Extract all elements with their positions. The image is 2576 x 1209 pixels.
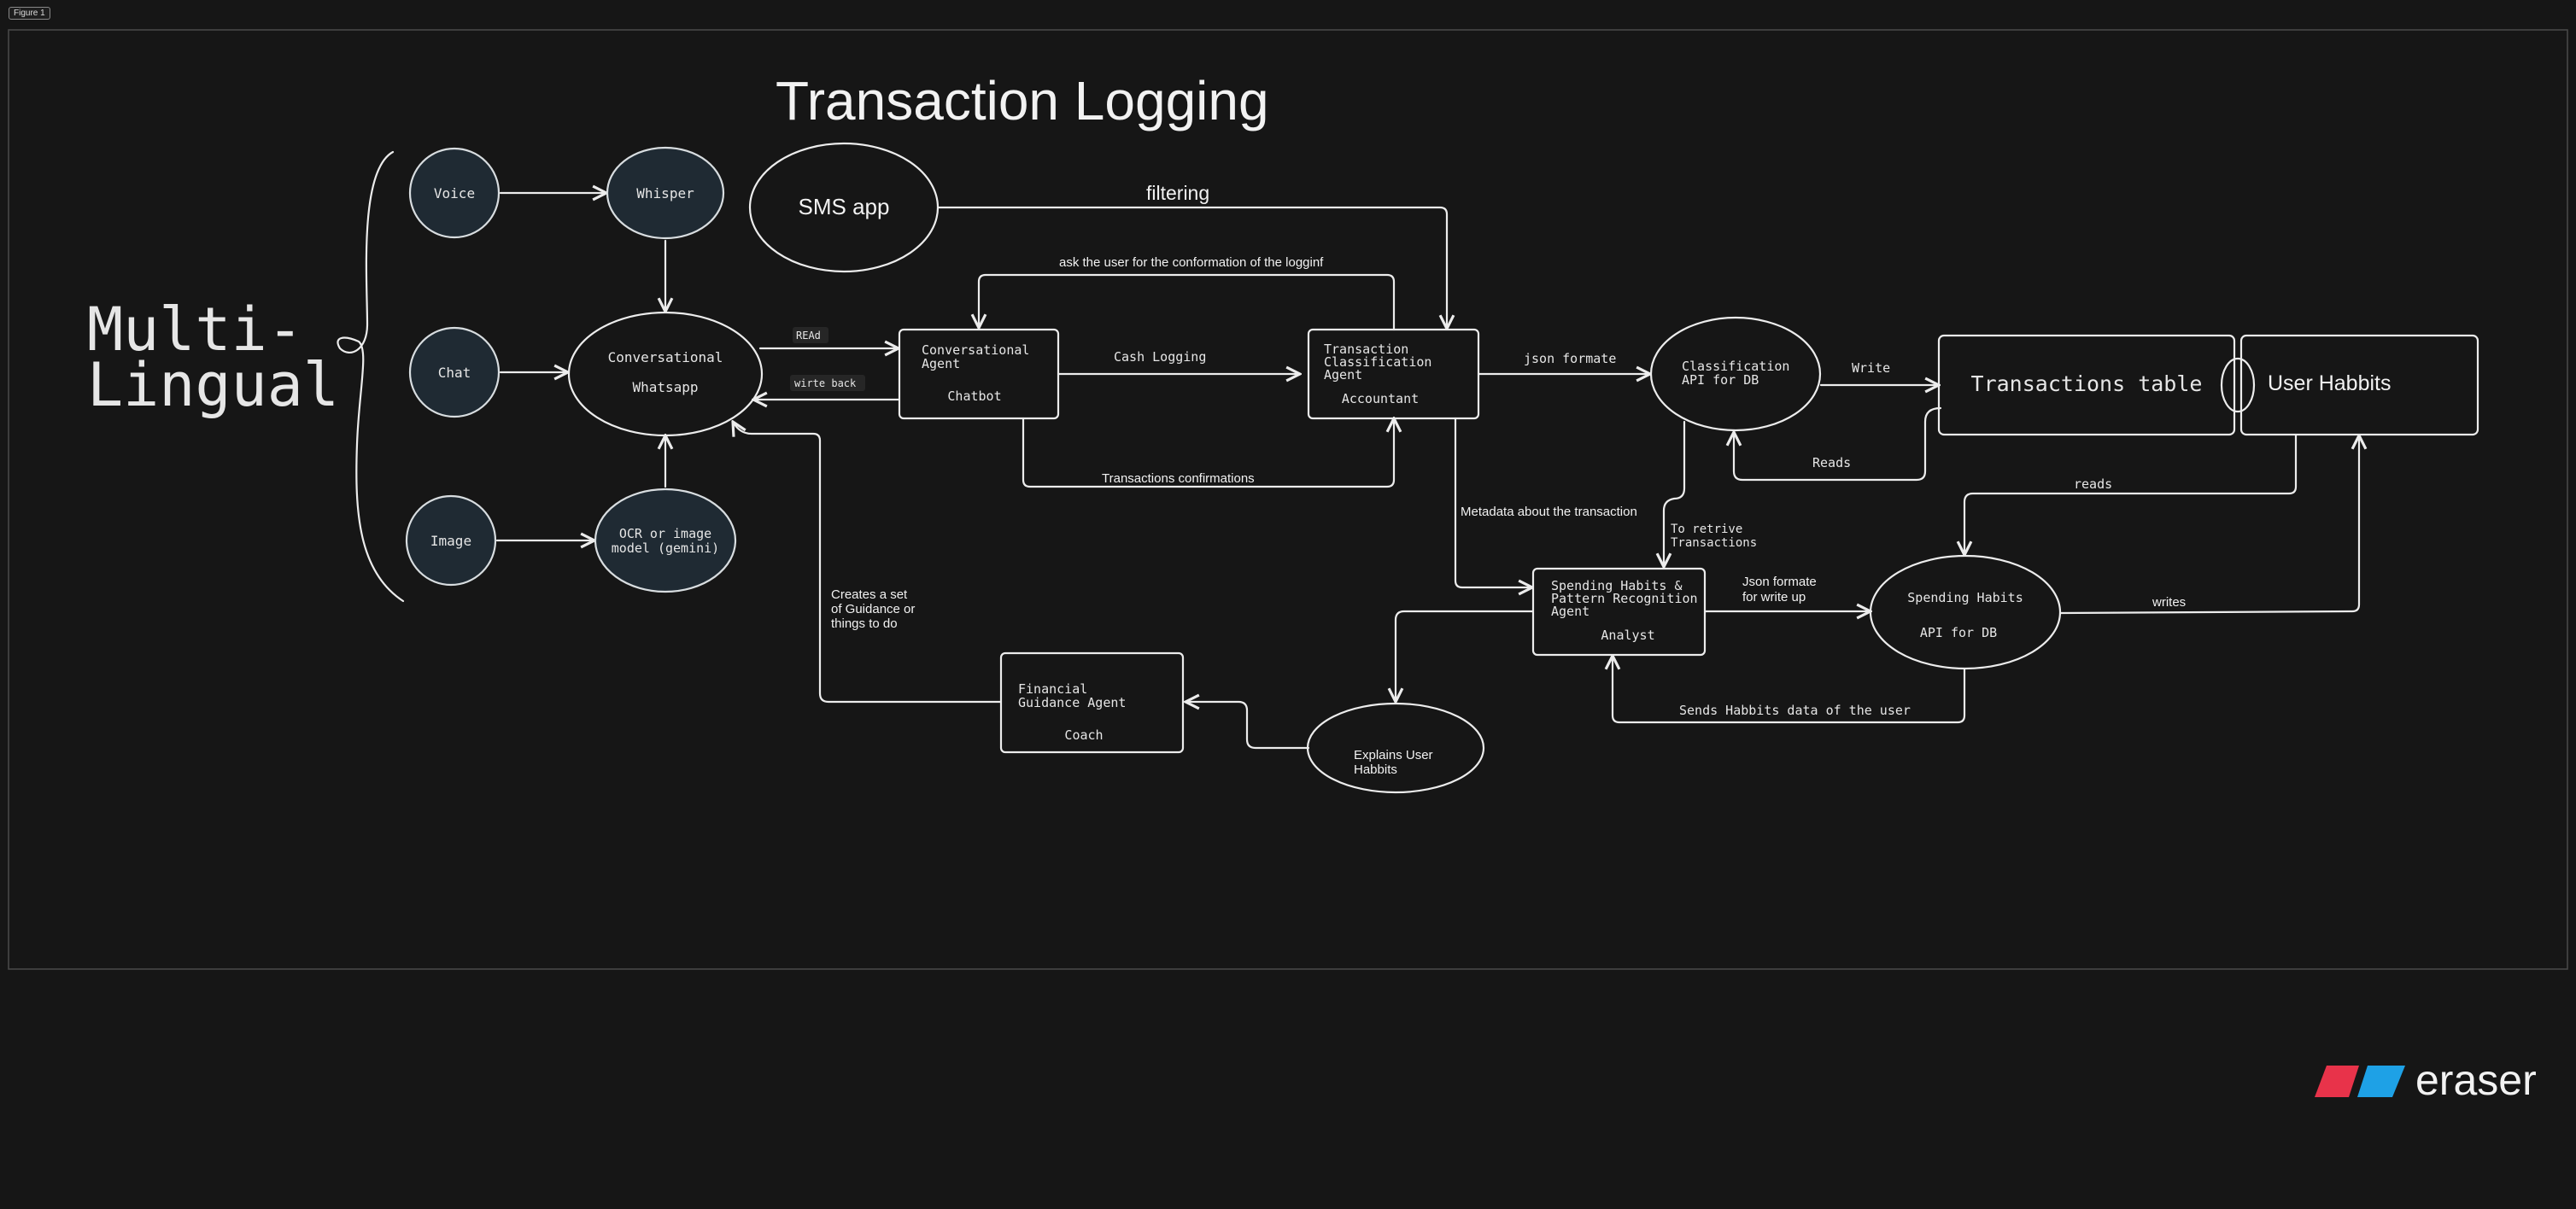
edge-metadata xyxy=(1454,417,1532,587)
label-writes: writes xyxy=(2152,595,2186,610)
node-voice[interactable]: Voice xyxy=(408,147,501,239)
label-sends-habbits: Sends Habbits data of the user xyxy=(1679,703,1911,718)
node-accountant-label-1: Transaction xyxy=(1324,342,1408,357)
node-ocr[interactable]: OCR or image model (gemini) xyxy=(594,488,737,593)
figure-frame xyxy=(8,29,2568,970)
node-user-habbits-label: User Habbits xyxy=(2268,371,2392,395)
edge-sends-habbits xyxy=(1613,656,1966,724)
brand-name: eraser xyxy=(2415,1056,2537,1104)
logo-mark-blue xyxy=(2357,1066,2405,1097)
label-cash-logging: Cash Logging xyxy=(1114,349,1206,365)
label-ask-user: ask the user for the conformation of the… xyxy=(1059,255,1324,270)
tag-write-back-bg xyxy=(790,375,865,391)
label-json-write-up-1: Json formate xyxy=(1742,575,1817,589)
node-chatbot-label-1: Conversational xyxy=(922,342,1029,358)
edge-creates-set xyxy=(733,422,1003,704)
label-confirmations: Transactions confirmations xyxy=(1102,471,1255,486)
node-spending-api-label-2: API for DB xyxy=(1920,625,1997,640)
label-write-back: wirte back xyxy=(794,377,857,389)
node-explains[interactable]: Explains User Habbits xyxy=(1306,702,1485,794)
node-analyst-label-3: Agent xyxy=(1551,604,1590,619)
label-reads: Reads xyxy=(1812,455,1851,470)
label-creates-set-1: Creates a set xyxy=(831,587,908,602)
node-whatsapp-label-1: Conversational xyxy=(608,349,723,365)
node-whisper[interactable]: Whisper xyxy=(606,146,725,240)
edge-ask-user xyxy=(979,273,1396,331)
label-metadata: Metadata about the transaction xyxy=(1461,505,1637,519)
edge-to-retrive xyxy=(1664,420,1686,567)
node-whisper-label: Whisper xyxy=(636,185,694,202)
edge-analyst-explains xyxy=(1396,610,1534,702)
edge-confirmations xyxy=(1022,418,1394,488)
node-analyst-label-2: Pattern Recognition xyxy=(1551,591,1698,606)
node-coach-label-3: Coach xyxy=(1064,727,1103,743)
edge-explains-coach xyxy=(1186,702,1310,750)
node-sms-label: SMS app xyxy=(799,194,890,219)
node-explains-label-2: Habbits xyxy=(1354,762,1397,777)
node-chatbot[interactable]: Conversational Agent Chatbot xyxy=(898,328,1060,420)
node-coach-label-1: Financial xyxy=(1018,681,1087,697)
logo-mark-red xyxy=(2315,1066,2359,1097)
node-ocr-label-1: OCR or image xyxy=(619,526,711,541)
node-ocr-label-2: model (gemini) xyxy=(612,540,719,556)
side-title-line-1: Multi- xyxy=(87,295,303,365)
label-to-retrive-2: Transactions xyxy=(1671,536,1757,550)
side-title-line-2: Lingual xyxy=(87,350,339,420)
node-whatsapp-label-2: Whatsapp xyxy=(632,379,698,395)
tag-read-bg xyxy=(793,327,828,343)
node-chat-label: Chat xyxy=(438,365,471,381)
label-write: Write xyxy=(1852,360,1890,376)
node-classification-api-label-2: API for DB xyxy=(1682,372,1759,388)
node-spending-api[interactable]: Spending Habits API for DB xyxy=(1869,554,2062,670)
node-analyst-label-1: Spending Habits & xyxy=(1551,578,1683,593)
label-json-write-up-2: for write up xyxy=(1742,590,1806,604)
figure-label: Figure 1 xyxy=(9,7,50,20)
label-json-formate: json formate xyxy=(1524,351,1616,366)
edge-filtering xyxy=(936,206,1447,329)
label-to-retrive-1: To retrive xyxy=(1671,523,1742,536)
node-coach-label-2: Guidance Agent xyxy=(1018,695,1126,710)
node-image-label: Image xyxy=(430,533,471,549)
node-voice-label: Voice xyxy=(434,185,475,202)
node-user-habbits[interactable]: User Habbits xyxy=(2220,334,2479,436)
edge-labels: filtering ask the user for the conformat… xyxy=(790,182,2186,718)
edge-writes xyxy=(2058,435,2359,615)
node-spending-api-label-1: Spending Habits xyxy=(1907,590,2023,605)
node-chat[interactable]: Chat xyxy=(408,326,501,418)
node-image[interactable]: Image xyxy=(405,494,497,587)
node-classification-api-label-1: Classification xyxy=(1682,359,1789,374)
node-chatbot-label-3: Chatbot xyxy=(947,388,1001,404)
node-chatbot-label-2: Agent xyxy=(922,356,960,371)
label-filtering: filtering xyxy=(1146,182,1209,204)
node-whatsapp[interactable]: Conversational Whatsapp xyxy=(567,311,764,437)
node-sms[interactable]: SMS app xyxy=(748,142,940,273)
label-creates-set-2: of Guidance or xyxy=(831,602,915,616)
node-classification-api[interactable]: Classification API for DB xyxy=(1649,316,1822,432)
edge-reads xyxy=(1734,406,1942,482)
edge-reads-lower xyxy=(1964,434,2298,555)
node-coach[interactable]: Financial Guidance Agent Coach xyxy=(999,651,1185,754)
label-reads-lower: reads xyxy=(2074,476,2112,492)
node-explains-label-1: Explains User xyxy=(1354,748,1433,762)
node-accountant-label-2: Classification xyxy=(1324,354,1431,370)
node-accountant-label-4: Accountant xyxy=(1342,391,1419,406)
node-analyst[interactable]: Spending Habits & Pattern Recognition Ag… xyxy=(1531,567,1707,657)
node-analyst-label-4: Analyst xyxy=(1601,628,1654,643)
eraser-logo: eraser xyxy=(2315,1056,2537,1104)
node-transactions-table[interactable]: Transactions table xyxy=(1937,334,2236,436)
label-creates-set-3: things to do xyxy=(831,616,898,631)
curly-brace xyxy=(337,150,405,603)
page-title: Transaction Logging xyxy=(776,70,1269,131)
label-read: REAd xyxy=(796,330,821,342)
node-accountant-label-3: Agent xyxy=(1324,367,1362,383)
node-accountant[interactable]: Transaction Classification Agent Account… xyxy=(1307,328,1480,420)
node-transactions-table-label: Transactions table xyxy=(1971,371,2203,396)
edges xyxy=(495,193,2359,750)
